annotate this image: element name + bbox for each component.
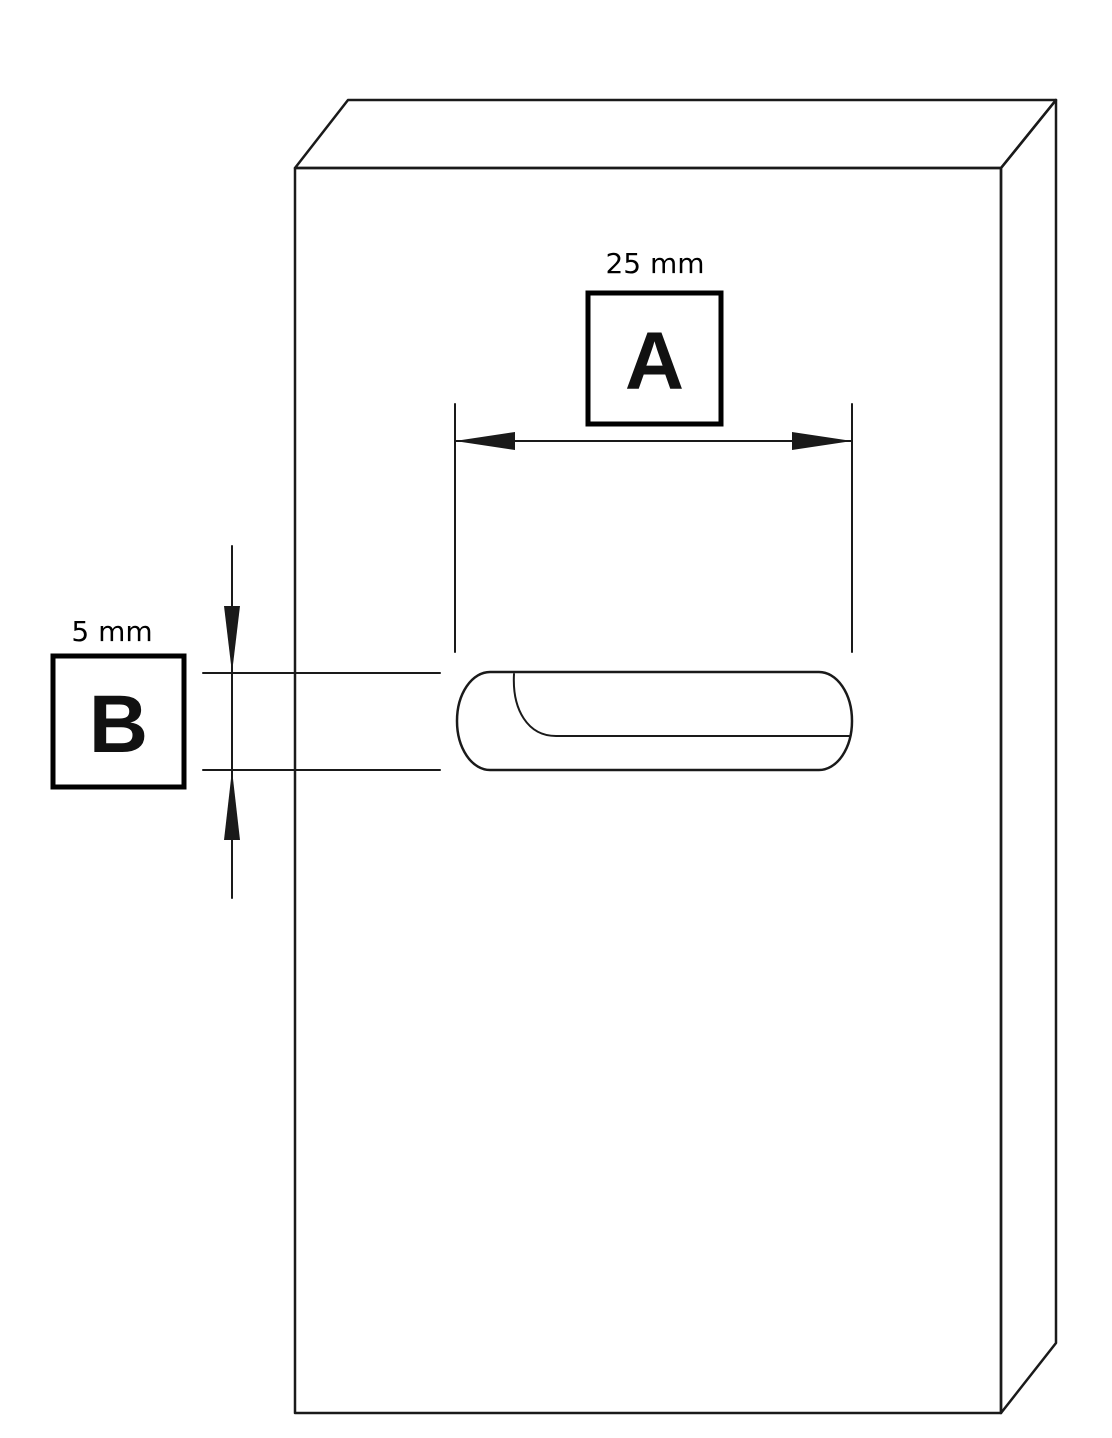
panel [293,98,1058,1415]
dimension-a-label-box [585,290,724,427]
dimension-a-label: A [625,316,684,407]
dimension-b-arrow-bottom [224,770,240,840]
dimension-b-label: B [89,679,148,770]
dimension-b-value: 5 mm [71,615,152,648]
dimension-b-label-box [50,653,187,790]
dimension-a: A 25 mm [454,247,853,653]
slot-outline [455,670,854,772]
dimension-a-arrow-left [455,432,515,450]
dimension-a-arrow-right [792,432,852,450]
dimension-b-arrow-top [224,606,240,673]
panel-top-face [293,98,1058,170]
slot [455,670,854,772]
slot-inner-edge [512,673,850,737]
panel-side-face [999,98,1058,1415]
dimension-b: B 5 mm [50,545,441,899]
dimension-a-value: 25 mm [605,247,704,280]
